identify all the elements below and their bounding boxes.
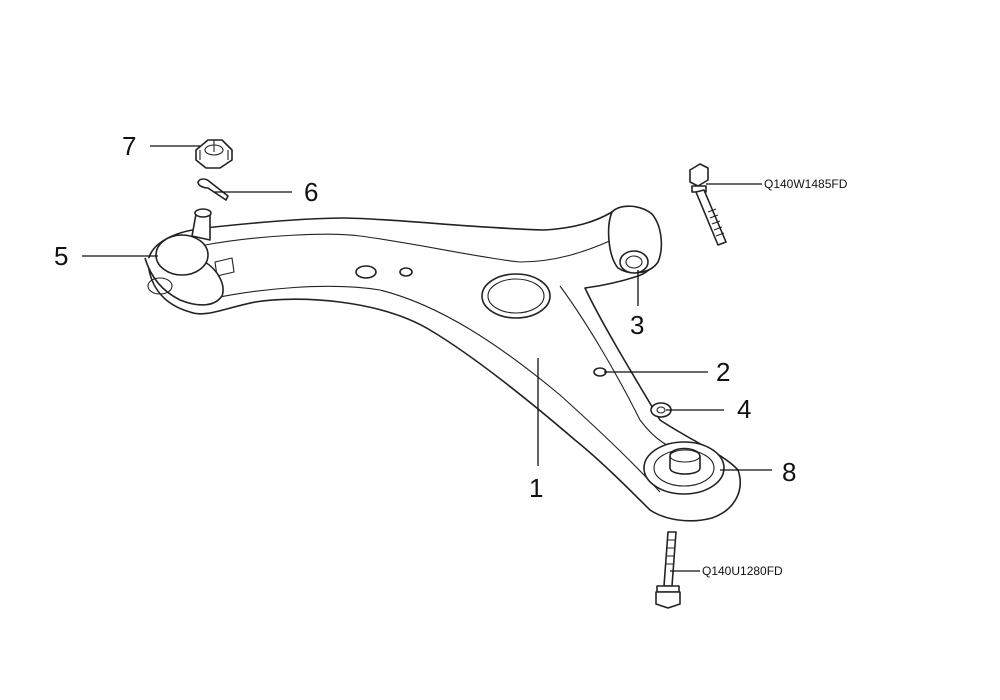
front-bushing <box>643 441 725 495</box>
lower-bolt <box>655 531 681 609</box>
castle-nut <box>195 139 233 169</box>
callout-6: 6 <box>304 177 318 207</box>
rear-bushing <box>607 205 663 274</box>
callout-4: 4 <box>737 394 751 424</box>
ball-joint <box>147 208 212 295</box>
callout-8: 8 <box>782 457 796 487</box>
leader-lines <box>82 145 772 572</box>
cotter-pin <box>197 178 229 201</box>
upper-bolt <box>689 163 727 246</box>
callout-1: 1 <box>529 473 543 503</box>
upper-bolt-code: Q140W1485FD <box>764 177 848 191</box>
lower-bolt-code: Q140U1280FD <box>702 564 783 578</box>
callout-5: 5 <box>54 241 68 271</box>
callout-3: 3 <box>630 310 644 340</box>
callout-2: 2 <box>716 357 730 387</box>
callout-7: 7 <box>122 131 136 161</box>
lower-control-arm <box>144 207 741 522</box>
